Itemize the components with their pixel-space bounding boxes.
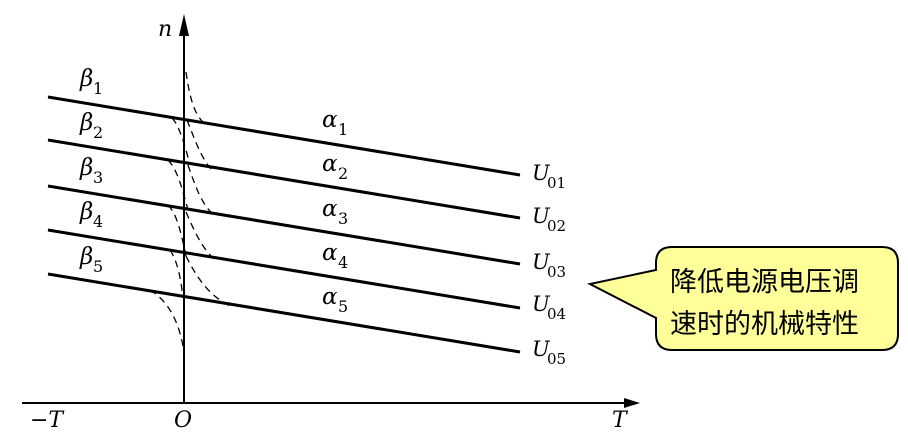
beta-subscript: 2 xyxy=(93,123,103,142)
callout-shape xyxy=(587,246,899,351)
beta-label-5: β 5 xyxy=(79,244,103,276)
dashed-curve-4 xyxy=(167,159,189,211)
characteristic-line-5 xyxy=(47,272,521,354)
beta-subscript: 4 xyxy=(93,212,103,231)
voltage-subscript: 03 xyxy=(547,263,566,281)
beta-symbol: β xyxy=(79,155,93,181)
alpha-symbol: α xyxy=(322,107,338,133)
voltage-label-04: U 04 xyxy=(532,292,566,323)
voltage-symbol: U xyxy=(532,337,551,361)
beta-label-2: β 2 xyxy=(79,110,103,142)
dashed-curve-5 xyxy=(187,164,215,216)
voltage-subscript: 02 xyxy=(547,217,566,235)
alpha-symbol: α xyxy=(322,240,338,266)
alpha-subscript: 5 xyxy=(338,297,348,316)
dashed-curve-8 xyxy=(169,249,184,299)
alpha-subscript: 3 xyxy=(338,209,348,228)
alpha-subscript: 4 xyxy=(338,253,348,272)
origin-label: O xyxy=(174,408,192,433)
callout-line-1: 降低电源电压调 xyxy=(670,267,859,298)
beta-subscript: 3 xyxy=(93,168,103,187)
beta-symbol: β xyxy=(79,199,93,225)
voltage-symbol: U xyxy=(532,204,551,228)
voltage-label-05: U 05 xyxy=(532,337,566,368)
beta-label-3: β 3 xyxy=(79,155,103,187)
voltage-symbol: U xyxy=(532,161,551,185)
voltage-label-03: U 03 xyxy=(532,250,566,281)
alpha-symbol: α xyxy=(322,151,338,177)
beta-subscript: 1 xyxy=(93,79,103,98)
dashed-curve-10 xyxy=(149,289,185,353)
speed-axis-arrowhead xyxy=(179,14,189,36)
alpha-label-4: α 4 xyxy=(322,240,348,272)
characteristic-line-4 xyxy=(47,228,521,310)
negative-torque-label: −T xyxy=(30,408,65,433)
voltage-label-01: U 01 xyxy=(532,161,566,192)
characteristic-line-3 xyxy=(47,184,521,266)
alpha-symbol: α xyxy=(322,196,338,222)
alpha-label-2: α 2 xyxy=(322,151,348,183)
dashed-curve-2 xyxy=(171,117,191,166)
callout-line-2: 速时的机械特性 xyxy=(670,309,859,340)
callout-bubble: 降低电源电压调 速时的机械特性 xyxy=(587,246,899,351)
beta-symbol: β xyxy=(79,244,93,270)
beta-label-1: β 1 xyxy=(79,66,103,98)
alpha-label-5: α 5 xyxy=(322,284,348,316)
characteristic-line-1 xyxy=(47,95,521,177)
dashed-curve-7 xyxy=(185,211,219,263)
beta-symbol: β xyxy=(79,110,93,136)
alpha-symbol: α xyxy=(322,284,338,310)
beta-subscript: 5 xyxy=(93,257,103,276)
alpha-subscript: 1 xyxy=(338,120,348,139)
voltage-subscript: 05 xyxy=(547,350,566,368)
speed-axis-label: n xyxy=(158,17,172,42)
voltage-symbol: U xyxy=(532,292,551,316)
voltage-subscript: 04 xyxy=(547,305,566,323)
torque-axis-label: T xyxy=(612,408,629,433)
voltage-label-02: U 02 xyxy=(532,204,566,235)
torque-axis-arrowhead xyxy=(624,398,640,408)
voltage-subscript: 01 xyxy=(547,174,566,192)
alpha-label-1: α 1 xyxy=(322,107,348,139)
beta-symbol: β xyxy=(79,66,93,92)
beta-label-4: β 4 xyxy=(79,199,103,231)
alpha-label-3: α 3 xyxy=(322,196,348,228)
voltage-symbol: U xyxy=(532,250,551,274)
characteristic-line-2 xyxy=(47,138,521,220)
alpha-subscript: 2 xyxy=(338,164,348,183)
dashed-curve-1 xyxy=(185,71,209,127)
